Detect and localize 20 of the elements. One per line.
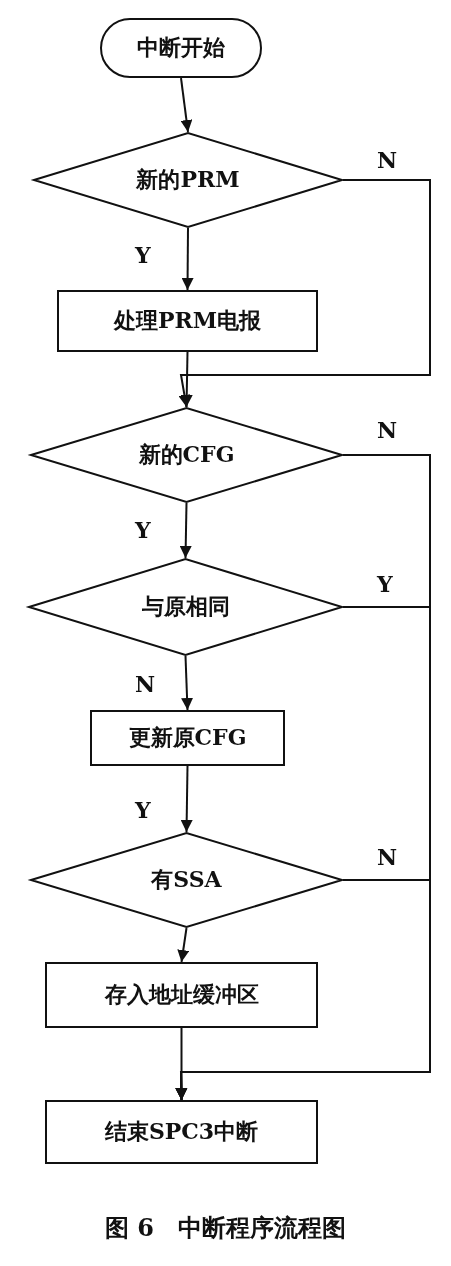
arrow [175, 879, 431, 1101]
decision-text: 新的CFG [138, 440, 235, 469]
decision-text: 与原相同 [141, 592, 230, 621]
decision-text: 新的PRM [136, 165, 240, 194]
process-box: 处理PRM电报 [57, 290, 318, 352]
figure-caption: 图 6 中断程序流程图 [103, 1212, 348, 1244]
arrow [175, 1027, 188, 1101]
process-box: 存入地址缓冲区 [45, 962, 318, 1028]
arrow [178, 179, 431, 408]
arrow [180, 351, 193, 408]
arrow [180, 765, 193, 833]
arrow [180, 77, 193, 133]
arrow [179, 502, 192, 559]
process-box: 更新原CFG [90, 710, 285, 766]
arrow [181, 655, 194, 711]
arrow [181, 227, 194, 291]
decision-text: 有SSA [151, 865, 222, 894]
terminal-box: 中断开始 [100, 18, 262, 78]
arrow [177, 927, 190, 963]
process-box: 结束SPC3中断 [45, 1100, 318, 1164]
